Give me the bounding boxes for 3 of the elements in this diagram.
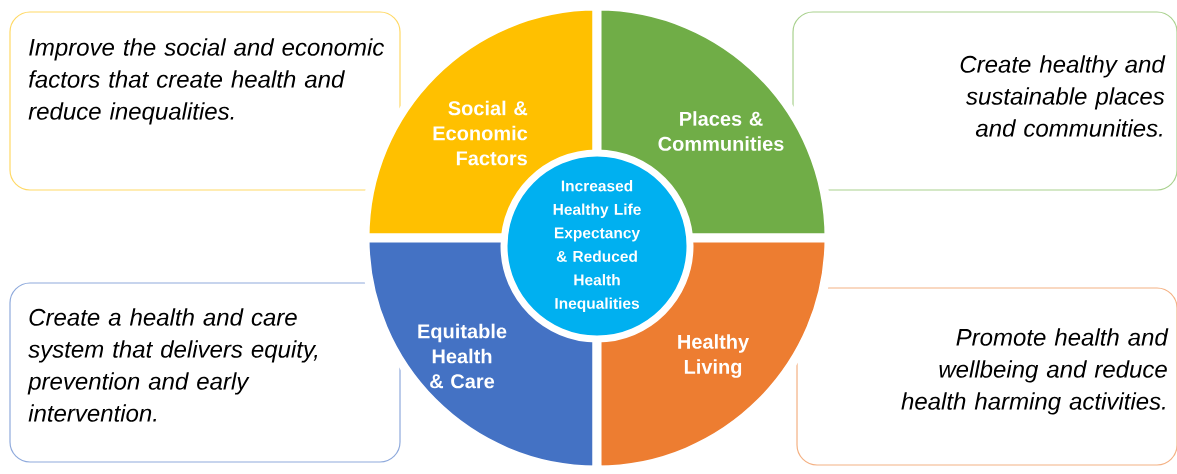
- text-box: Improve the social and economic factors that create health and reduce inequalities.: [9, 11, 401, 191]
- text-box: Promote health and wellbeing and reduce health harming activities.: [796, 287, 1177, 466]
- text-box: Create a health and care system that delivers equity, prevention and early intervention.: [9, 282, 401, 463]
